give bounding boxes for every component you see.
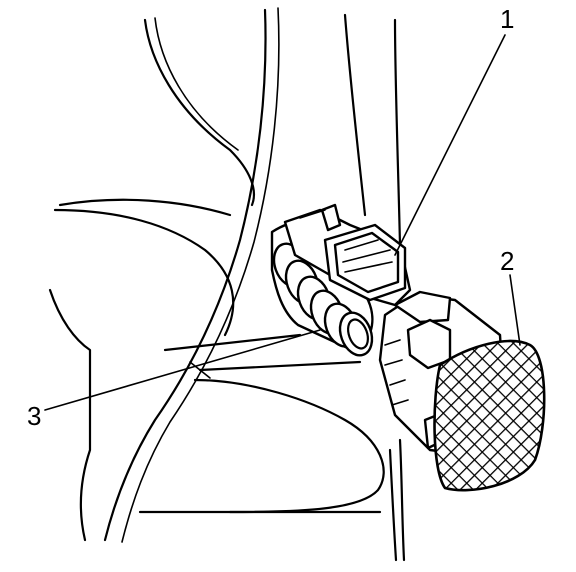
leader-line-1 — [394, 34, 506, 256]
sensor — [378, 290, 546, 492]
callout-1: 1 — [500, 4, 514, 34]
callout-2: 2 — [500, 246, 514, 276]
callout-3: 3 — [27, 401, 41, 431]
leader-line-2 — [509, 274, 521, 346]
electrical-connector — [283, 203, 412, 307]
sensor-mesh-face — [433, 339, 546, 492]
leader-line-3 — [44, 329, 321, 411]
leader-lines — [44, 34, 521, 411]
body-panel-outline — [48, 7, 406, 562]
